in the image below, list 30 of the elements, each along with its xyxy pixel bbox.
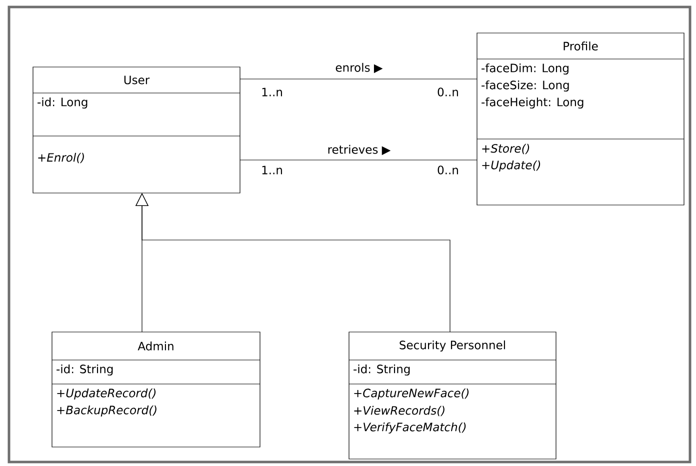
attribute: -faceSize: Long	[482, 80, 569, 92]
multiplicity-label: 1..n	[262, 166, 282, 174]
attribute: -faceDim: Long	[482, 63, 568, 75]
class-box	[52, 332, 260, 448]
association-line	[240, 78, 478, 80]
class-name: Security Personnel	[400, 340, 505, 352]
multiplicity-label: 0..n	[438, 166, 458, 174]
class-box	[476, 32, 684, 206]
operation: +ViewRecords()	[354, 406, 444, 416]
class-box	[32, 66, 240, 194]
edge-label: retrieves ▶	[326, 144, 392, 156]
operation: +VerifyFaceMatch()	[354, 422, 466, 434]
multiplicity-label: 1..n	[262, 88, 282, 96]
attribute: -id: Long	[38, 97, 88, 109]
attribute: -faceHeight: Long	[482, 97, 584, 109]
class-box	[348, 332, 556, 460]
operation: +CaptureNewFace()	[354, 388, 469, 400]
class-name: Profile	[564, 42, 598, 50]
class-name: User	[124, 76, 150, 84]
edge-label: enrols ▶	[334, 62, 384, 74]
operation: +Update()	[482, 160, 540, 172]
class-name: Admin	[138, 342, 174, 350]
operation: +BackupRecord()	[57, 405, 156, 417]
inheritance-arrow	[135, 193, 450, 332]
operation: +Enrol()	[38, 152, 84, 164]
attribute: -id: String	[56, 364, 113, 376]
multiplicity-label: 0..n	[438, 88, 458, 96]
operation: +Store()	[482, 144, 530, 154]
operation: +UpdateRecord()	[57, 388, 156, 400]
attribute: -id: String	[354, 364, 410, 376]
